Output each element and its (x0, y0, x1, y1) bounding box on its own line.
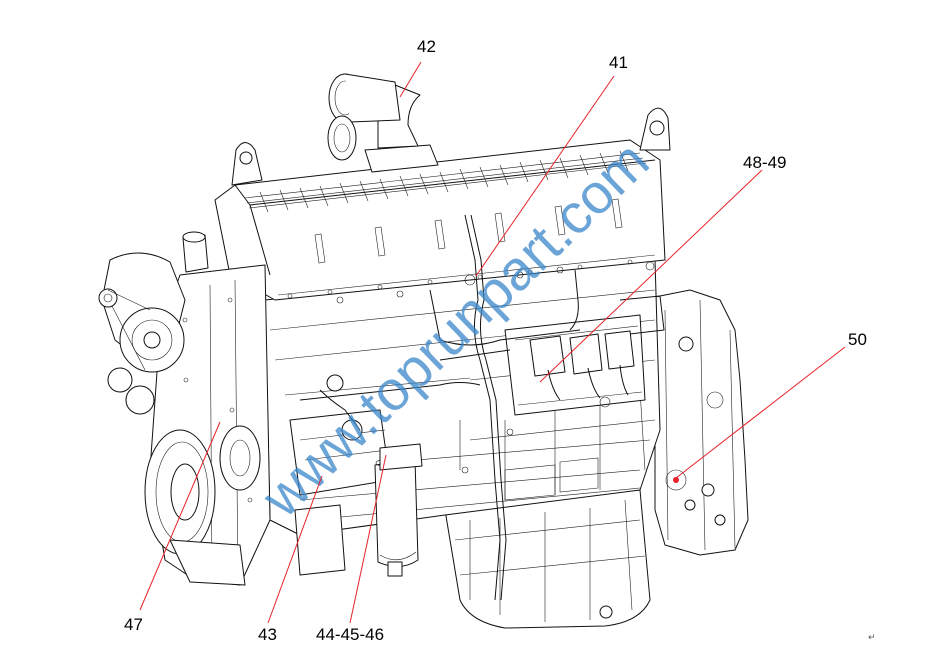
crankshaft-damper (144, 425, 261, 555)
callout-44-45-46: 44-45-46 (316, 625, 384, 644)
corner-return-mark: ↵ (868, 633, 876, 643)
engine-feet (169, 504, 346, 586)
leader-41 (475, 75, 615, 277)
fuel-pump (289, 374, 391, 496)
leader-50 (675, 346, 846, 479)
accessory-pulleys (98, 252, 186, 415)
valve-cover-ribs (244, 150, 647, 213)
callout-41: 41 (609, 53, 628, 72)
valve-cover (214, 107, 671, 301)
leader-42 (399, 61, 422, 98)
intake-elbow (327, 73, 439, 173)
callout-48-49: 48-49 (743, 153, 786, 172)
leader-43 (267, 475, 323, 624)
callout-47: 47 (124, 615, 143, 634)
wiring-harness (299, 214, 581, 601)
oil-pan (444, 489, 651, 629)
flywheel-housing (639, 289, 749, 556)
callout-43: 43 (258, 625, 277, 644)
callout-50: 50 (848, 330, 867, 349)
callout-50-marker (673, 477, 679, 483)
leader-47 (139, 421, 221, 611)
leader-48-49 (539, 169, 763, 383)
fuel-filter (374, 443, 423, 577)
callout-42: 42 (417, 37, 436, 56)
callout-labels: 42 41 48-49 50 47 43 44-45-46 (124, 37, 867, 644)
leader-lines (139, 61, 846, 624)
leader-44-45-46 (349, 454, 387, 624)
engine-drawing (98, 73, 749, 629)
coolant-outlet (182, 231, 209, 273)
ecm-module (504, 295, 665, 416)
block-bolts (336, 261, 655, 474)
